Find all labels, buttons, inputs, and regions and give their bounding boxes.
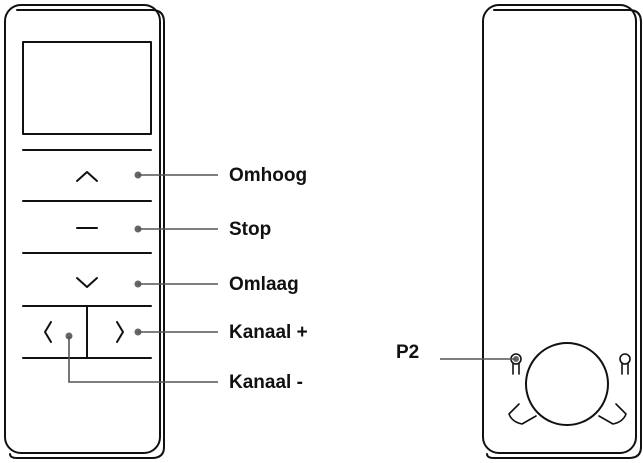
callout-p2: P2 <box>396 342 519 363</box>
grip-right <box>598 403 627 425</box>
label-stop: Stop <box>229 219 271 240</box>
display-screen <box>22 41 152 135</box>
remote-back-body <box>482 4 637 454</box>
chevron-down-icon <box>76 277 98 288</box>
chevron-up-icon <box>76 171 98 182</box>
label-channel-minus: Kanaal - <box>229 372 303 393</box>
remote-back-shadow <box>486 9 642 459</box>
label-p2: P2 <box>396 342 419 363</box>
remote-back <box>482 4 642 459</box>
battery-cover <box>525 342 609 426</box>
callout-stop: Stop <box>134 219 271 240</box>
chevron-left-icon <box>44 321 52 343</box>
label-channel-plus: Kanaal + <box>229 322 308 343</box>
callout-channel-minus: Kanaal - <box>65 332 303 393</box>
channel-minus-button[interactable] <box>44 321 52 343</box>
label-up: Omhoog <box>229 165 307 186</box>
up-button[interactable] <box>76 171 98 182</box>
channel-plus-button[interactable] <box>116 321 124 343</box>
callout-up: Omhoog <box>134 165 307 186</box>
label-down: Omlaag <box>229 274 299 295</box>
chevron-right-icon <box>116 321 124 343</box>
callout-channel-plus: Kanaal + <box>134 322 308 343</box>
remote-front <box>4 4 165 459</box>
remote-front-shadow <box>9 9 165 459</box>
callout-down: Omlaag <box>134 274 299 295</box>
grip-left <box>508 403 537 425</box>
down-button[interactable] <box>76 277 98 288</box>
key-slot-right <box>619 353 631 375</box>
